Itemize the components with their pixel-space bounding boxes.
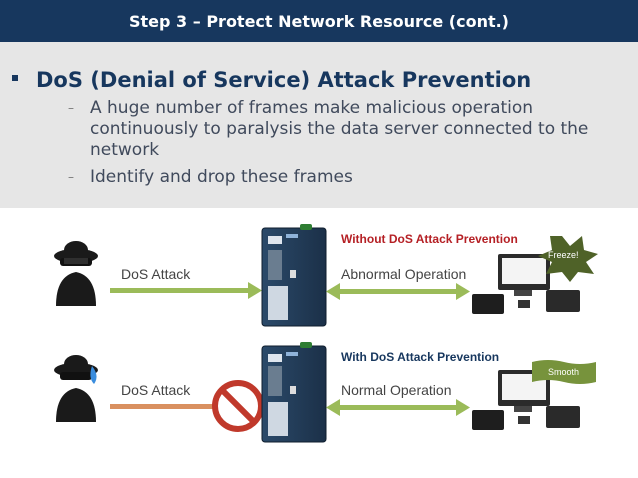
text-panel — [0, 42, 638, 208]
switch-icon-bottom — [261, 342, 327, 443]
server-workstation-icon-top — [472, 254, 580, 314]
dos-attack-label-bottom: DoS Attack — [121, 382, 191, 398]
main-bullet-text: DoS (Denial of Service) Attack Preventio… — [36, 68, 532, 92]
switch-icon-top — [261, 224, 327, 327]
main-bullet: DoS (Denial of Service) Attack Preventio… — [12, 68, 532, 92]
no-entry-sign-icon — [212, 380, 264, 432]
slide-title-bar: Step 3 – Protect Network Resource (cont.… — [0, 0, 638, 42]
with-prevention-heading: With DoS Attack Prevention — [341, 350, 500, 364]
double-arrow-bottom — [326, 399, 470, 416]
blocked-attack-arrow — [110, 404, 256, 409]
freeze-badge-text: Freeze! — [548, 250, 579, 260]
hacker-icon-top — [54, 241, 98, 306]
dos-attack-label-top: DoS Attack — [121, 266, 191, 282]
dash-icon: – — [68, 101, 74, 115]
dash-icon: – — [68, 170, 74, 184]
slide-title: Step 3 – Protect Network Resource (cont.… — [129, 11, 509, 31]
hacker-icon-bottom — [54, 355, 98, 422]
sub-bullet-2-text: Identify and drop these frames — [90, 167, 353, 187]
without-prevention-heading: Without DoS Attack Prevention — [341, 232, 518, 246]
sub-bullet-1: – A huge number of frames make malicious… — [68, 98, 590, 161]
abnormal-operation-label: Abnormal Operation — [341, 266, 467, 282]
sub-bullet-1-text: A huge number of frames make malicious o… — [90, 98, 589, 160]
sub-bullet-2: – Identify and drop these frames — [68, 167, 353, 188]
smooth-badge-text: Smooth — [548, 367, 580, 377]
double-arrow-top — [326, 283, 470, 300]
attack-arrow-top — [110, 282, 262, 299]
normal-operation-label: Normal Operation — [341, 382, 452, 398]
freeze-burst-icon — [538, 236, 598, 282]
bullet-square-icon — [12, 75, 18, 81]
smooth-flag-icon — [532, 360, 596, 384]
